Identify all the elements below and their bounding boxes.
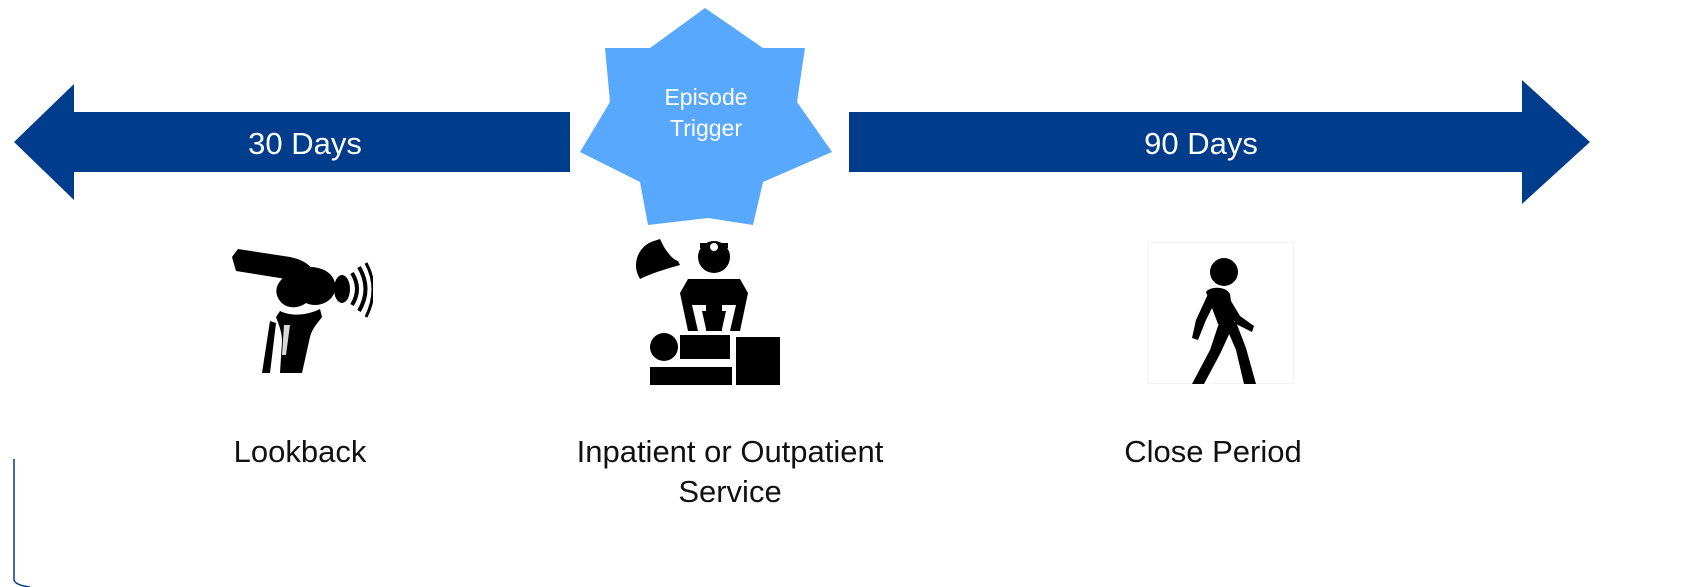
episode-trigger-star bbox=[580, 8, 832, 225]
lookback-duration-label: 30 Days bbox=[248, 126, 362, 161]
close-period-duration-label: 90 Days bbox=[1144, 126, 1258, 161]
lookback-label: Lookback bbox=[233, 434, 367, 469]
walking-person-icon bbox=[1192, 258, 1256, 384]
episode-trigger-line1: Episode bbox=[664, 84, 748, 110]
walking-person-icon-frame bbox=[1148, 242, 1294, 384]
close-period-label: Close Period bbox=[1124, 434, 1302, 469]
episode-trigger-line2: Trigger bbox=[670, 115, 742, 141]
corner-decoration bbox=[13, 459, 31, 587]
service-label: Inpatient or Outpatient Service bbox=[530, 432, 930, 512]
knee-xray-icon bbox=[232, 249, 373, 373]
surgeon-operating-icon bbox=[635, 239, 780, 385]
service-label-line1: Inpatient or Outpatient bbox=[576, 434, 884, 469]
episode-trigger-label: Episode Trigger bbox=[636, 82, 776, 144]
service-label-line2: Service bbox=[678, 474, 782, 509]
